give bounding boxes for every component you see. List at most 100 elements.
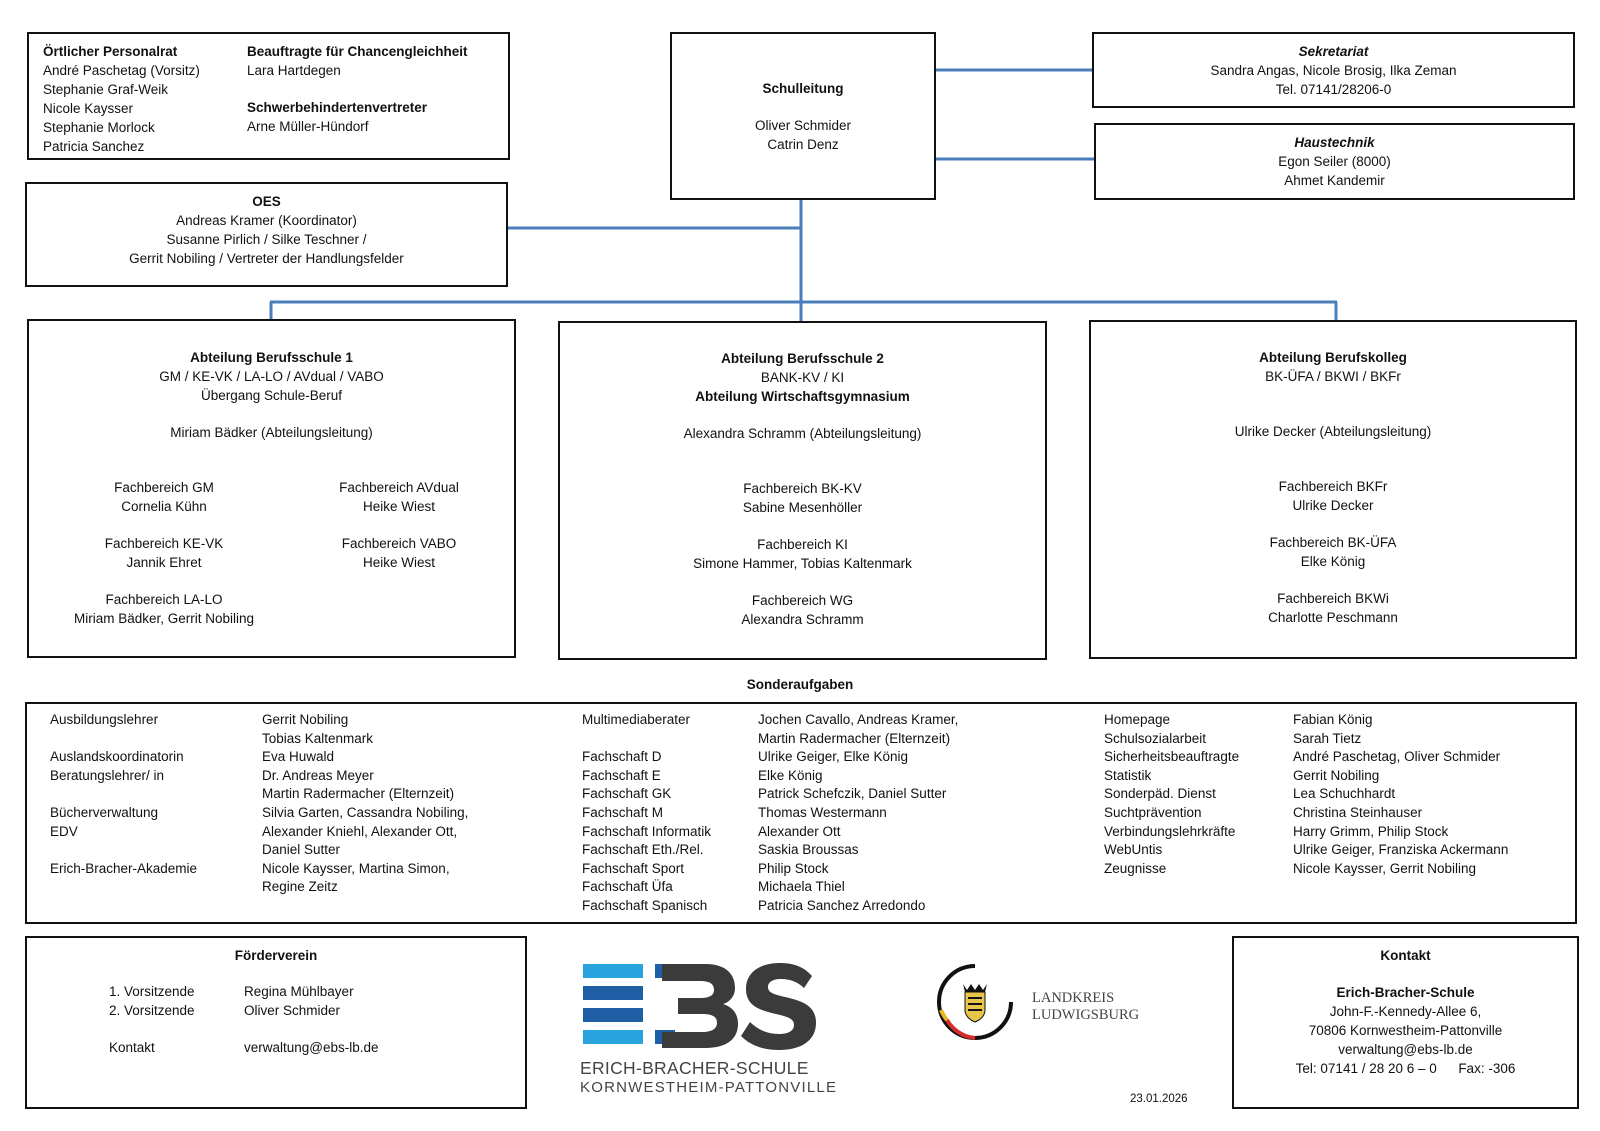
fachbereich-name: Fachbereich KI [757, 537, 848, 552]
sekretariat-box: Sekretariat Sandra Angas, Nicole Brosig,… [1092, 32, 1575, 108]
fachbereich-name: Fachbereich AVdual [339, 480, 459, 495]
fachbereich-person: Elke König [1300, 554, 1366, 569]
sonder-name: Philip Stock [758, 860, 829, 876]
fachbereich-name: Fachbereich GM [114, 480, 214, 495]
fachbereich-name: Fachbereich BK-KV [743, 481, 862, 496]
schwerbehindertenvertreter-name: Arne Müller-Hündorf [247, 119, 369, 134]
sonder-name: Nicole Kaysser, Martina Simon, [262, 860, 450, 876]
sonder-name: Dr. Andreas Meyer [262, 767, 374, 783]
sonder-name: Martin Radermacher (Elternzeit) [758, 730, 951, 746]
abteilung-berufsschule1-box: Abteilung Berufsschule 1 GM / KE-VK / LA… [27, 319, 516, 658]
oes-box: OES Andreas Kramer (Koordinator) Susanne… [25, 182, 508, 287]
sonder-label: EDV [50, 823, 78, 839]
fachbereich-person: Heike Wiest [362, 499, 435, 514]
foerderverein-value: Regina Mühlbayer [244, 984, 354, 999]
abt1-title: Abteilung Berufsschule 1 [190, 350, 353, 365]
kontakt-phone: Tel: 07141 / 28 20 6 – 0 [1295, 1061, 1437, 1076]
personalrat-title: Örtlicher Personalrat [43, 44, 178, 59]
haustechnik-name: Ahmet Kandemir [1284, 173, 1385, 188]
sekretariat-phone: Tel. 07141/28206-0 [1275, 82, 1392, 97]
sonder-label: Zeugnisse [1104, 860, 1167, 876]
landkreis-line2: LUDWIGSBURG [1032, 1007, 1140, 1023]
fachbereich-name: Fachbereich VABO [341, 536, 457, 551]
sonder-name: Gerrit Nobiling [1293, 767, 1380, 783]
fachbereich-person: Sabine Mesenhöller [742, 500, 863, 515]
fachbereich-name: Fachbereich KE-VK [104, 536, 224, 551]
sonder-name: Sarah Tietz [1293, 730, 1362, 746]
sonder-name: Silvia Garten, Cassandra Nobiling, [262, 804, 469, 820]
document-date: 23.01.2026 [1130, 1093, 1188, 1105]
fachbereich-person: Ulrike Decker [1292, 498, 1374, 513]
sonder-label: WebUntis [1104, 842, 1163, 858]
sekretariat-title: Sekretariat [1298, 44, 1369, 59]
sonder-name: Eva Huwald [262, 749, 335, 765]
sonder-name: Ulrike Geiger, Franziska Ackermann [1293, 842, 1509, 858]
sonder-label: Fachschaft GK [582, 786, 672, 802]
haustechnik-box: Haustechnik Egon Seiler (8000) Ahmet Kan… [1094, 123, 1575, 200]
kontakt-fax: Fax: -306 [1458, 1061, 1516, 1076]
ebs-logo-place: KORNWESTHEIM-PATTONVILLE [580, 1079, 838, 1096]
sonder-label: Fachschaft Eth./Rel. [582, 842, 704, 858]
sonder-label: Homepage [1104, 712, 1171, 727]
oes-title: OES [252, 194, 281, 209]
kontakt-email[interactable]: verwaltung@ebs-lb.de [1338, 1042, 1473, 1057]
sonder-name: Christina Steinhauser [1293, 804, 1423, 820]
sonder-label: Auslandskoordinatorin [50, 749, 184, 765]
abt1-sub1: GM / KE-VK / LA-LO / AVdual / VABO [159, 369, 384, 384]
foerderverein-label: Kontakt [109, 1040, 155, 1055]
sonder-label: Erich-Bracher-Akademie [50, 860, 198, 876]
abt3-title: Abteilung Berufskolleg [1259, 350, 1407, 365]
abt2-sub1: BANK-KV / KI [760, 370, 845, 385]
oes-line: Andreas Kramer (Koordinator) [176, 213, 357, 228]
sonder-name: André Paschetag, Oliver Schmider [1293, 749, 1501, 765]
connector-lines [269, 68, 1338, 321]
sonder-name: Daniel Sutter [262, 842, 341, 858]
sonder-name: Alexander Kniehl, Alexander Ott, [262, 823, 458, 839]
haustechnik-name: Egon Seiler (8000) [1278, 154, 1391, 169]
sonder-name: Martin Radermacher (Elternzeit) [262, 786, 455, 802]
kontakt-school: Erich-Bracher-Schule [1336, 985, 1475, 1000]
ebs-logo-mark [583, 963, 816, 1050]
landkreis-text: LANDKREIS LUDWIGSBURG [1032, 990, 1139, 1024]
abt3-sub1: BK-ÜFA / BKWI / BKFr [1265, 369, 1401, 384]
foerderverein-title: Förderverein [234, 948, 318, 963]
sonder-label: Sicherheitsbeauftragte [1104, 749, 1240, 765]
oes-line: Gerrit Nobiling / Vertreter der Handlung… [129, 251, 404, 266]
kontakt-box: Kontakt Erich-Bracher-Schule John-F.-Ken… [1232, 936, 1579, 1109]
sonder-label: Bücherverwaltung [50, 804, 159, 820]
sonder-label: Fachschaft Informatik [582, 823, 712, 839]
sonderaufgaben-title: Sonderaufgaben [746, 677, 854, 692]
sonder-name: Jochen Cavallo, Andreas Kramer, [758, 712, 959, 727]
foerderverein-box: Förderverein 1. Vorsitzende 2. Vorsitzen… [25, 936, 527, 1109]
abt2-sub2: Abteilung Wirtschaftsgymnasium [695, 389, 910, 404]
oes-line: Susanne Pirlich / Silke Teschner / [166, 232, 367, 247]
chancengleichheit-title: Beauftragte für Chancengleichheit [247, 44, 468, 59]
foerderverein-label: 2. Vorsitzende [109, 1003, 195, 1018]
sonder-label: Suchtprävention [1104, 804, 1202, 820]
sonderaufgaben-box: Ausbildungslehrer Auslandskoordinatorin … [25, 702, 1577, 924]
fachbereich-name: Fachbereich BK-ÜFA [1269, 535, 1397, 550]
landkreis-line1: LANDKREIS [1032, 990, 1115, 1006]
schulleitung-name: Catrin Denz [767, 137, 839, 152]
sonder-label: Fachschaft Spanisch [582, 897, 708, 913]
personalrat-member: Stephanie Graf-Weik [43, 82, 169, 97]
schulleitung-box: Schulleitung Oliver Schmider Catrin Denz [670, 32, 936, 200]
fachbereich-name: Fachbereich WG [751, 593, 854, 608]
abt2-lead: Alexandra Schramm (Abteilungsleitung) [683, 426, 922, 441]
sonder-label [582, 730, 711, 749]
abt1-sub2: Übergang Schule-Beruf [200, 388, 343, 403]
foerderverein-value: Oliver Schmider [244, 1003, 341, 1018]
abt2-title: Abteilung Berufsschule 2 [721, 351, 884, 366]
sonder-name: Thomas Westermann [758, 804, 887, 820]
sonder-name: Ulrike Geiger, Elke König [758, 749, 909, 765]
sonder-label: Fachschaft E [582, 767, 661, 783]
personalrat-member: Patricia Sanchez [43, 139, 145, 154]
fachbereich-person: Charlotte Peschmann [1268, 610, 1398, 625]
schulleitung-title: Schulleitung [762, 81, 844, 96]
fachbereich-name: Fachbereich BKWi [1277, 591, 1389, 606]
sonder-name: Tobias Kaltenmark [262, 730, 374, 746]
sonder-label: Sonderpäd. Dienst [1104, 786, 1216, 802]
sonder-label: Ausbildungslehrer [50, 712, 159, 727]
sonder-label [50, 785, 197, 804]
fachbereich-person: Simone Hammer, Tobias Kaltenmark [693, 556, 912, 571]
